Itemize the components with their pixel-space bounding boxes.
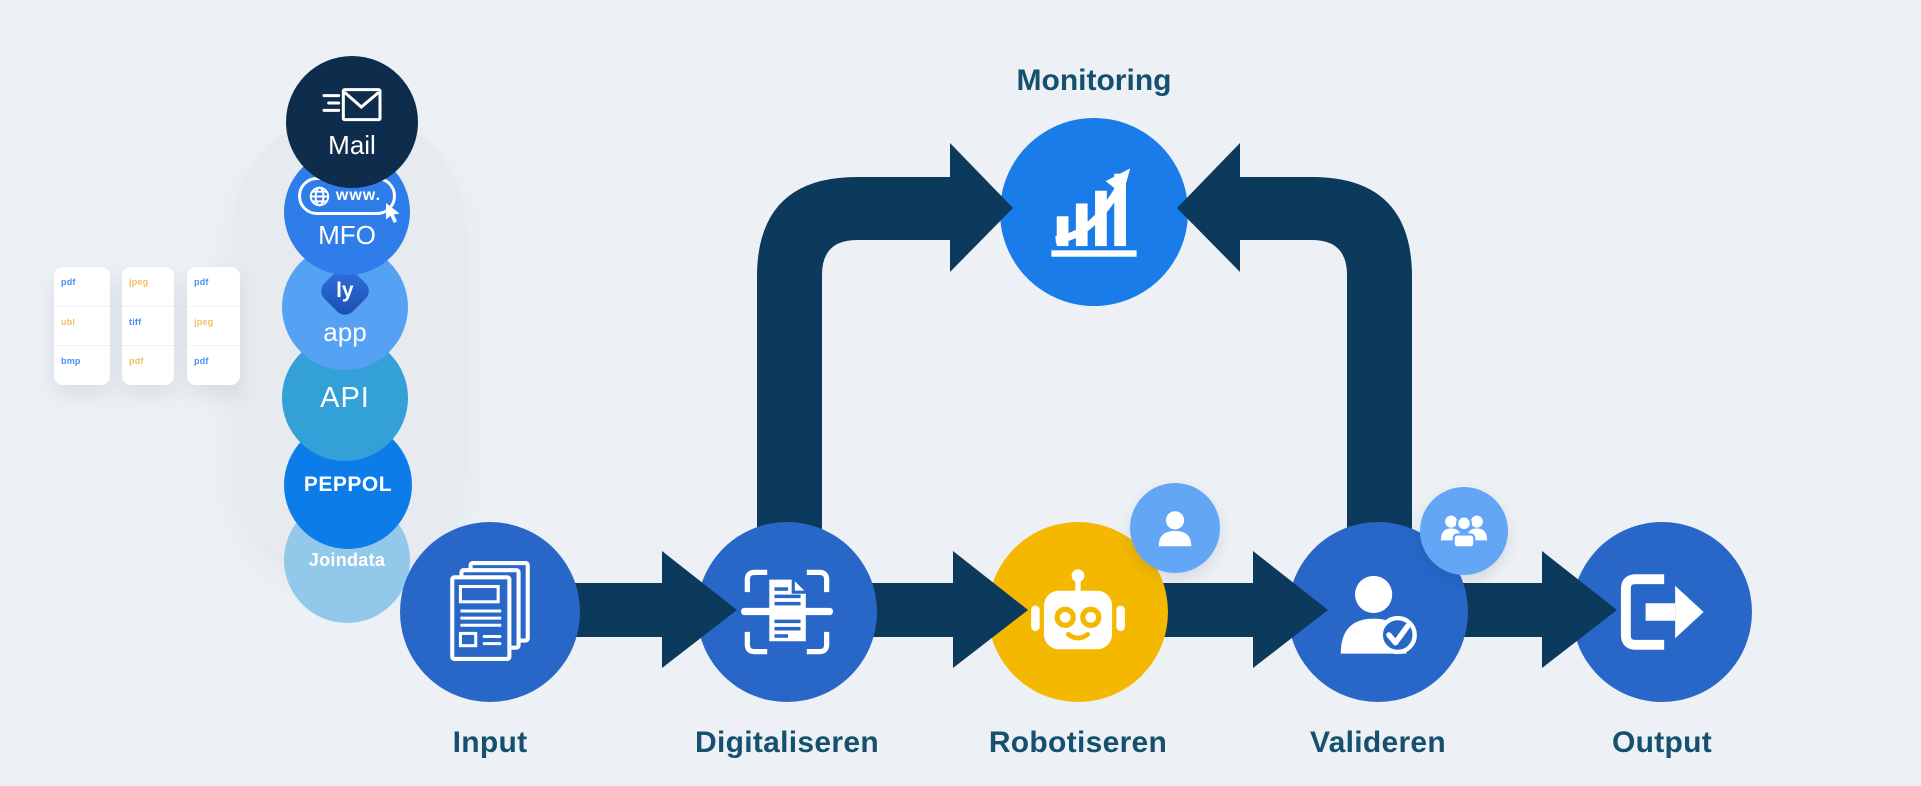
step-label-input: Input — [452, 726, 528, 759]
file-type-label: pdf — [194, 356, 209, 367]
file-type-label: jpeg — [194, 316, 214, 327]
source-label: Joindata — [308, 549, 386, 570]
user-check-icon — [1340, 575, 1417, 655]
source-label: PEPPOL — [303, 473, 393, 496]
scan-document-icon — [741, 569, 833, 655]
export-icon — [1620, 574, 1704, 650]
step-label-robotiseren: Robotiseren — [988, 726, 1168, 759]
step-label-valideren: Valideren — [1309, 726, 1447, 759]
step-output-circle — [1572, 522, 1752, 702]
manual-user-badge — [1130, 483, 1220, 573]
source-label: app — [323, 316, 367, 347]
file-type-label: jpeg — [129, 277, 149, 287]
source-label: MFO — [318, 220, 376, 250]
source-label: API — [320, 381, 370, 414]
file-type-label: ubl — [61, 316, 76, 327]
monitoring-circle — [1000, 118, 1188, 306]
users-icon — [1440, 515, 1488, 549]
globe-icon — [309, 186, 330, 206]
file-type-label: pdf — [194, 277, 209, 287]
team-users-badge — [1420, 487, 1508, 575]
source-mail: Mail — [286, 56, 418, 188]
file-row: pdf — [187, 346, 240, 385]
file-type-label: bmp — [61, 356, 81, 367]
cursor-icon — [386, 203, 400, 223]
file-card: jpeg tiff pdf — [122, 267, 174, 385]
step-label-output: Output — [1611, 726, 1713, 759]
file-type-label: pdf — [129, 356, 144, 367]
robot-icon — [1031, 569, 1125, 650]
source-label: Mail — [328, 129, 376, 160]
step-label-digitaliseren: Digitaliseren — [695, 726, 879, 759]
file-row: pdf — [54, 267, 110, 307]
file-type-label: tiff — [129, 316, 142, 327]
file-card: pdf ubl bmp — [54, 267, 110, 385]
file-row: jpeg — [187, 307, 240, 347]
monitoring-label: Monitoring — [1016, 64, 1172, 97]
file-card: pdf jpeg pdf — [187, 267, 240, 385]
file-row: ubl — [54, 307, 110, 347]
www-text: www. — [335, 187, 382, 204]
file-row: pdf — [187, 267, 240, 307]
step-input-circle — [400, 522, 580, 702]
documents-icon — [450, 561, 530, 661]
user-icon — [1158, 511, 1192, 547]
sending-mail-icon — [322, 87, 382, 121]
file-row: tiff — [122, 307, 174, 347]
file-row: pdf — [122, 346, 174, 385]
file-row: bmp — [54, 346, 110, 385]
bar-chart-growth-icon — [1051, 168, 1137, 257]
file-type-label: pdf — [61, 277, 76, 287]
file-row: jpeg — [122, 267, 174, 307]
